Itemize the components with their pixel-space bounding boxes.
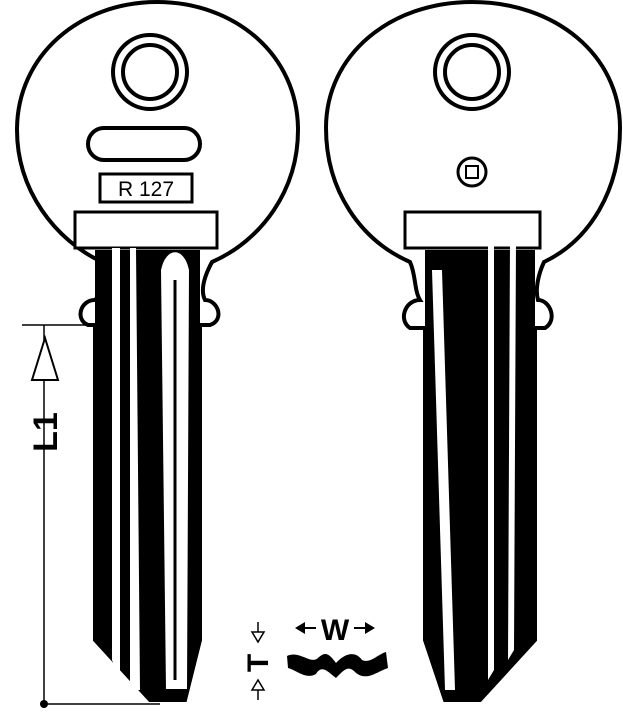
width-label: W [321,614,350,647]
thickness-label: T [242,654,275,672]
groove-3 [508,240,516,660]
length-label: L1 [27,412,65,452]
arrow-right-icon [365,622,375,634]
brand-logo-icon [456,156,488,188]
keyway-profile [287,652,388,678]
left-key-front: R 127 [14,0,301,702]
arrow-up-icon [250,678,266,691]
groove-2 [488,245,494,680]
groove-2 [130,248,140,690]
keyring-hole [121,43,179,101]
shoulder-plate [403,210,542,250]
arrow-left-icon [295,622,305,634]
groove-1 [112,248,120,680]
keyring-hole [443,43,501,101]
profile-dimensions: W T [242,614,388,700]
right-key-back [323,0,623,702]
arrow-up-icon [30,334,60,381]
groove-1 [432,270,455,690]
code-label-box [98,172,194,204]
arrow-down-icon [250,631,266,644]
length-dimension: L1 [22,324,160,708]
slot-recess [86,126,202,162]
code-label: R 127 [118,178,174,201]
shoulder-plate [73,210,219,250]
